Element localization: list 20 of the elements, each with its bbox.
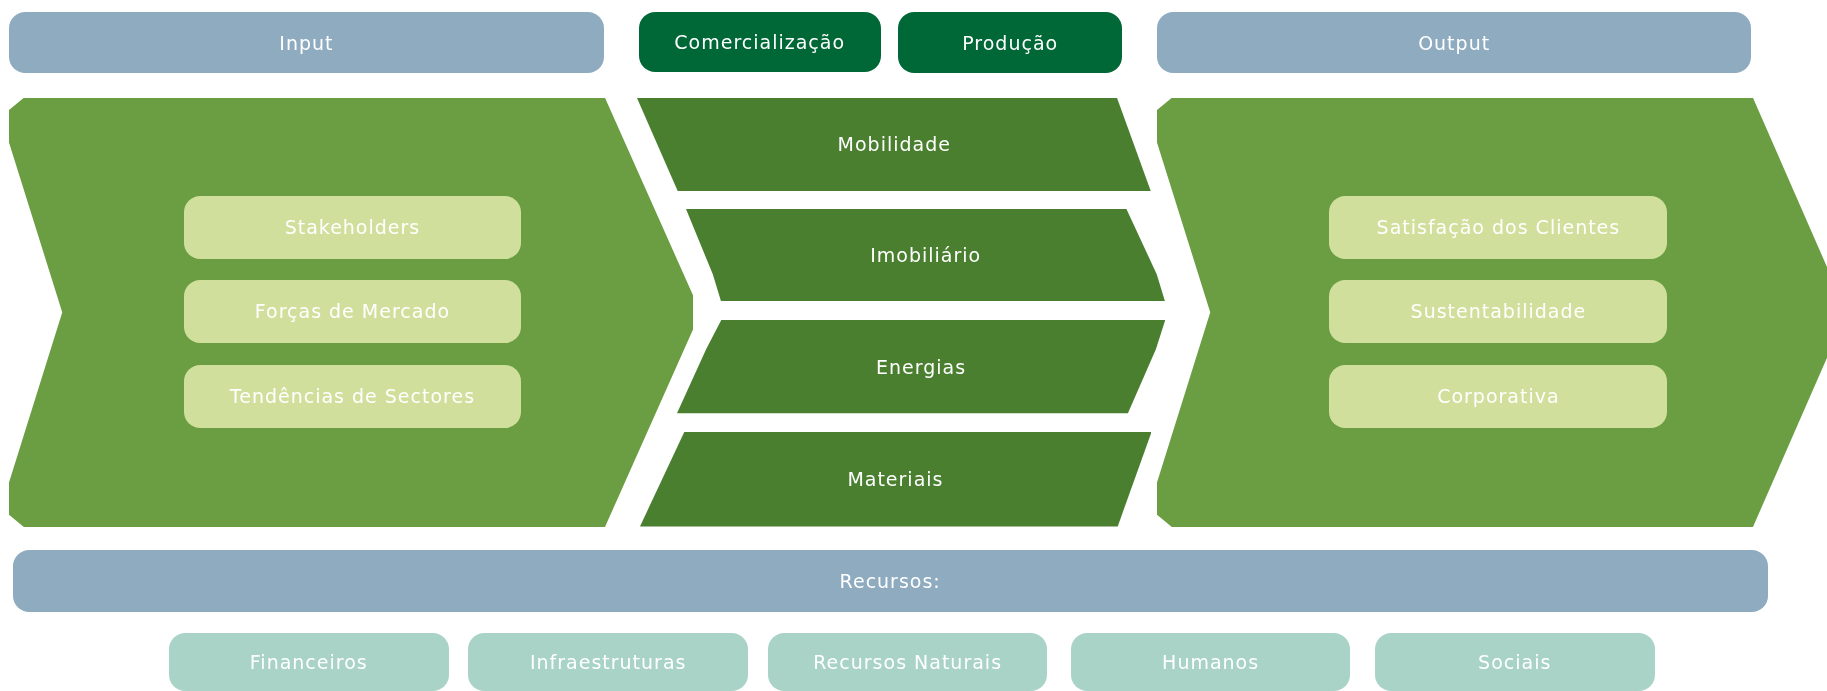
rounded-box: Financeiros: [168, 632, 449, 691]
rounded-box: Infraestruturas: [468, 632, 749, 691]
band-label: Energias: [875, 356, 968, 378]
header-bar: Input: [9, 11, 604, 74]
rounded-box: Recursos Naturais: [767, 632, 1048, 691]
rounded-box: Satisfação dos Clientes: [1329, 195, 1668, 259]
rounded-box: Forças de Mercado: [184, 279, 521, 343]
header-bar: Output: [1157, 11, 1752, 74]
rounded-box: Stakeholders: [184, 195, 521, 259]
header-bar: Comercialização: [638, 11, 881, 73]
band-label: Imobiliário: [869, 243, 983, 266]
footer-bar: Recursos:: [12, 549, 1768, 612]
rounded-box: Humanos: [1070, 632, 1351, 691]
band-label: Mobilidade: [836, 133, 952, 156]
rounded-box: Sustentabilidade: [1329, 279, 1668, 343]
rounded-box: Sociais: [1374, 632, 1655, 691]
rounded-box: Corporativa: [1329, 364, 1668, 428]
header-bar: Produção: [898, 11, 1123, 74]
band-label: Materiais: [846, 468, 945, 491]
rounded-box: Tendências de Sectores: [184, 364, 521, 428]
